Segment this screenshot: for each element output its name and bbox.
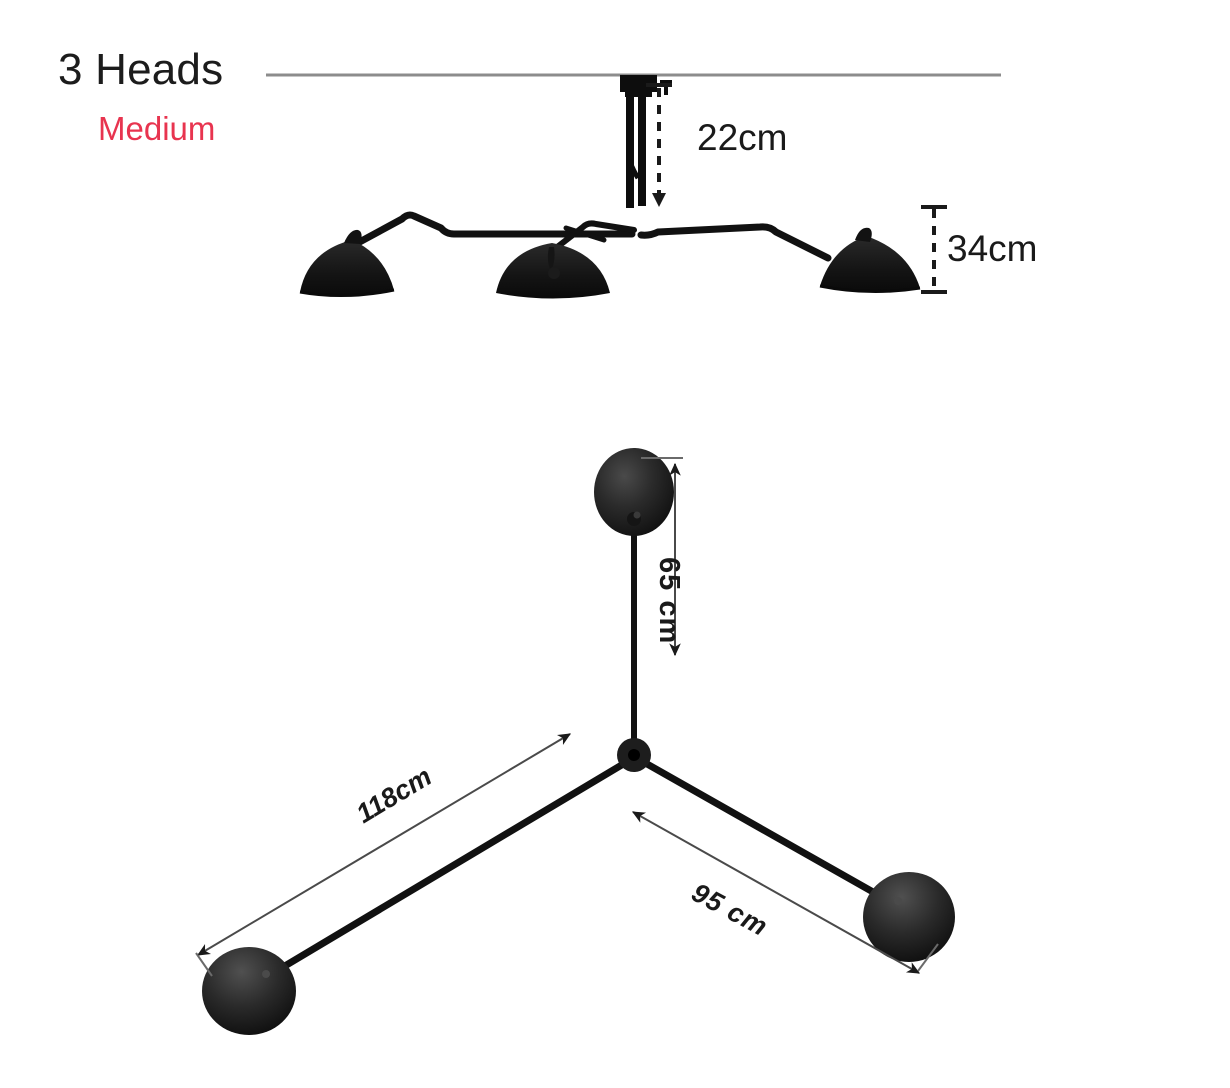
- dimension-65cm: [641, 457, 683, 657]
- dimension-95cm: [631, 811, 939, 974]
- shade-top-plan: [594, 448, 674, 536]
- page-title-heads: 3 Heads: [58, 45, 224, 94]
- dimension-118cm: [195, 733, 572, 977]
- dimension-34cm: [921, 205, 947, 294]
- arm-right-plan: [636, 756, 900, 909]
- ceiling-mount-plate: [620, 75, 657, 97]
- lamp-shade-center: [496, 243, 610, 299]
- dimension-label-65cm: 65 cm: [653, 557, 685, 645]
- lamp-shade-right: [819, 227, 921, 294]
- arm-left-side: [326, 211, 636, 262]
- arm-right-side: [637, 223, 832, 262]
- center-hub: [617, 738, 651, 772]
- top-view-group: [195, 448, 955, 1035]
- arm-center-side-brace: [563, 225, 607, 243]
- page-subtitle-size: Medium: [98, 110, 216, 147]
- shade-left-plan: [202, 947, 296, 1035]
- lamp-shade-left: [299, 229, 395, 298]
- dimension-label-22cm: 22cm: [697, 117, 788, 158]
- drop-rod-right: [638, 94, 646, 206]
- dimension-22cm: [646, 83, 672, 207]
- side-view-group: [266, 73, 1001, 299]
- arm-center-side: [553, 220, 637, 251]
- arm-left-plan: [254, 756, 634, 986]
- mount-screw-icon: [660, 80, 672, 95]
- drop-rod-joint: [626, 159, 641, 180]
- drop-rod-left: [626, 94, 634, 208]
- dimension-label-34cm: 34cm: [947, 228, 1038, 269]
